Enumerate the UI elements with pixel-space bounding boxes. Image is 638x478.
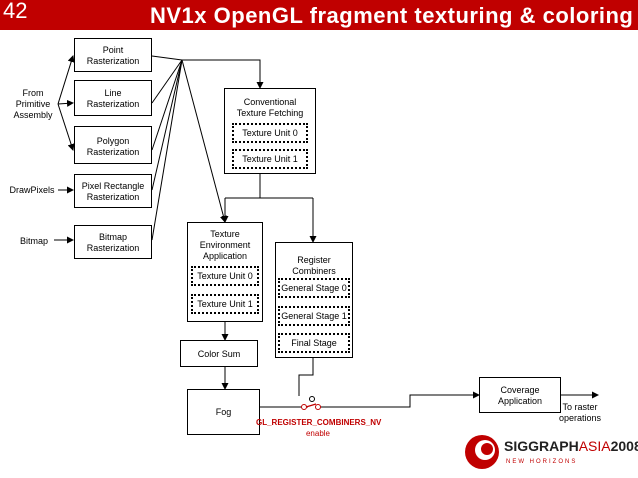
general-stage-1: General Stage 1 bbox=[278, 306, 350, 326]
bitmap-input-label: Bitmap bbox=[19, 236, 48, 246]
title-bar: 42 NV1x OpenGL fragment texturing & colo… bbox=[0, 0, 638, 30]
coverage-application-box: Coverage Application bbox=[479, 377, 561, 413]
arrow-to-coverage bbox=[318, 391, 480, 408]
polygon-rasterization-box: Polygon Rasterization bbox=[74, 126, 152, 164]
pixel-rectangle-rasterization-box: Pixel Rectangle Rasterization bbox=[74, 174, 152, 208]
arrow-to-env bbox=[181, 59, 227, 223]
fog-box: Fog bbox=[187, 389, 260, 435]
env-texture-unit-0: Texture Unit 0 bbox=[191, 266, 259, 286]
line-rasterization-box: Line Rasterization bbox=[74, 80, 152, 116]
coverage-application-label: Coverage Application bbox=[497, 385, 543, 406]
slide-number: 42 bbox=[3, 0, 28, 23]
point-rasterization-label: Point Rasterization bbox=[86, 45, 140, 66]
general-stage-0: General Stage 0 bbox=[278, 278, 350, 298]
register-combiners-switch-action: enable bbox=[305, 429, 331, 438]
raster-operations-label: To raster operations bbox=[558, 402, 602, 423]
arrow-to-point bbox=[57, 55, 75, 105]
pixel-rectangle-rasterization-label: Pixel Rectangle Rasterization bbox=[81, 181, 145, 202]
siggraph-asia-logo: SIGGRAPHASIA2008 NEW HORIZONS bbox=[462, 428, 638, 478]
logo-region: ASIA bbox=[578, 438, 611, 454]
polygon-rasterization-label: Polygon Rasterization bbox=[86, 136, 140, 157]
logo-brand: SIGGRAPH bbox=[504, 438, 579, 454]
logo-year: 2008 bbox=[610, 438, 638, 454]
siggraph-swirl-icon bbox=[465, 435, 499, 469]
fetch-texture-unit-0: Texture Unit 0 bbox=[232, 123, 308, 143]
color-sum-label: Color Sum bbox=[197, 349, 241, 359]
point-rasterization-box: Point Rasterization bbox=[74, 38, 152, 72]
fog-label: Fog bbox=[215, 407, 232, 417]
register-combiners-label: Register Combiners bbox=[292, 255, 336, 276]
arrow-to-polygon bbox=[57, 103, 75, 151]
arrow-to-texture-fetching bbox=[182, 59, 264, 89]
fetch-texture-unit-1: Texture Unit 1 bbox=[232, 149, 308, 169]
texture-environment-label: Texture Environment Application bbox=[199, 229, 251, 261]
from-primitive-assembly-label: From Primitive Assembly bbox=[13, 88, 53, 120]
logo-tagline: NEW HORIZONS bbox=[506, 459, 578, 465]
final-stage: Final Stage bbox=[278, 333, 350, 353]
drawpixels-label: DrawPixels bbox=[9, 185, 55, 195]
line-rasterization-label: Line Rasterization bbox=[86, 88, 140, 109]
register-combiners-switch-name: GL_REGISTER_COMBINERS_NV bbox=[256, 418, 382, 427]
conventional-texture-fetching-label: Conventional Texture Fetching bbox=[236, 97, 304, 118]
bitmap-rasterization-box: Bitmap Rasterization bbox=[74, 225, 152, 259]
bitmap-rasterization-label: Bitmap Rasterization bbox=[86, 232, 140, 253]
slide-title: NV1x OpenGL fragment texturing & colorin… bbox=[150, 3, 634, 28]
env-texture-unit-1: Texture Unit 1 bbox=[191, 294, 259, 314]
logo-wordmark: SIGGRAPHASIA2008 bbox=[504, 438, 638, 454]
enable-switch bbox=[301, 396, 321, 410]
arrow-to-line bbox=[57, 99, 74, 107]
color-sum-box: Color Sum bbox=[180, 340, 258, 367]
